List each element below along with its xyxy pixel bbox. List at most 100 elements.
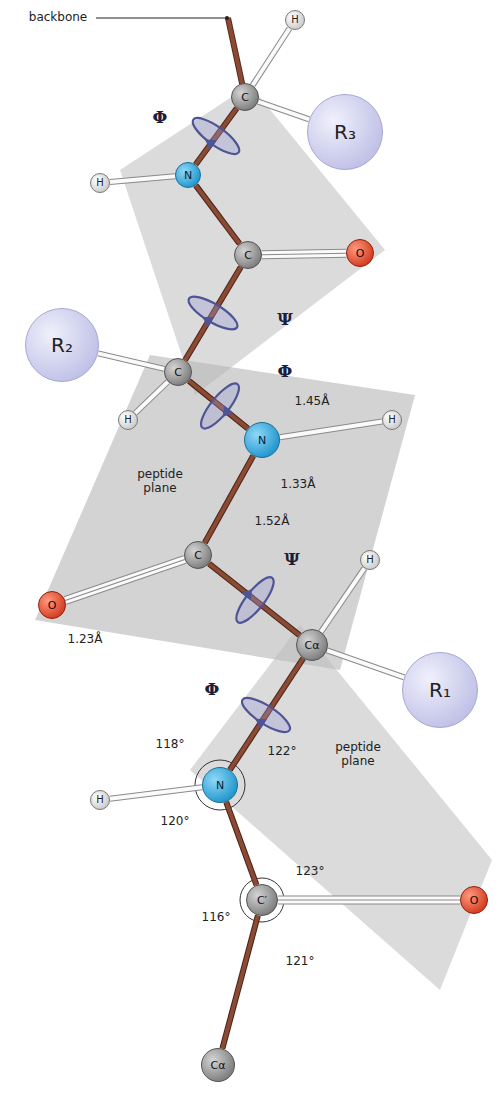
bond-stroke [209,564,299,635]
nitrogen-atom: N [244,422,280,458]
bond-stroke [280,422,382,438]
bond-stroke [327,650,404,677]
side-bond [327,650,404,677]
backbone-bond [209,564,299,635]
plane-label: peptide plane [132,468,188,496]
bond-length: 1.45Å [295,395,330,409]
bond-stroke [226,802,256,885]
atom-symbol: H [388,415,396,425]
angle-ring [195,760,245,810]
atom-symbol: C′ [257,895,267,906]
bond-stroke [196,185,240,243]
atom-symbol: Cα [305,640,320,651]
bond-stroke [185,267,241,360]
hydrogen-atom: H [118,410,138,430]
bond-stroke [258,102,309,120]
bond-length: 1.52Å [255,515,290,529]
bond-stroke [135,382,168,413]
atom-symbol: R₃ [334,122,356,142]
bond-stroke [205,456,253,543]
side-bond [280,422,382,438]
bond-stroke [65,560,185,601]
oxygen-atom: O [38,591,66,619]
atom-symbol: Cα [211,1060,226,1071]
peptide-plane [120,85,385,395]
leader-dot [225,16,229,20]
rotation-arrow [185,112,244,164]
bond-stroke [280,422,382,438]
rotation-arrow [234,692,294,743]
atom-symbol: R₁ [429,680,451,700]
bond-stroke [196,185,240,243]
atom-symbol: H [366,555,374,565]
bond-stroke [262,253,346,255]
bond-stroke [110,176,175,182]
bond-stroke [327,650,404,677]
atom-symbol: O [356,248,365,259]
bond-stroke [222,915,257,1048]
bond-stroke [110,787,202,799]
atom-symbol: N [216,780,224,791]
bond-stroke [278,899,460,900]
atom-symbol: H [96,178,104,188]
bond-stroke [226,802,256,885]
atom-symbol: H [96,795,104,805]
bond-angle: 116° [202,911,231,925]
bond-stroke [253,28,290,85]
carbon-atom: C [234,241,262,269]
oxygen-atom: O [460,886,488,914]
carbon-atom: C′ [246,884,278,916]
carbon-atom: C [231,83,259,111]
double-bond [65,560,185,601]
leader-line [96,17,226,18]
side-chain-sphere: R₃ [307,94,383,170]
bond-stroke [135,382,168,413]
atom-symbol: H [124,415,132,425]
backbone-bond [226,802,256,885]
torsion-angle-label: Φ [205,680,220,700]
bond-stroke [98,353,164,368]
side-bond [135,382,168,413]
peptide-plane [190,625,492,990]
torsion-angle-label: Ψ [277,310,293,330]
torsion-angle-label: Φ [153,108,168,128]
carbon-atom: Cα [296,629,328,661]
bond-stroke [230,658,303,770]
side-bond [321,568,364,632]
rotation-arrow [181,291,241,340]
bond-stroke [110,787,202,799]
atom-symbol: H [291,15,299,25]
oxygen-atom: O [346,239,374,267]
bond-stroke [205,456,253,543]
bond-angle: 123° [296,865,325,879]
bond-stroke [321,568,364,632]
bond-stroke [185,267,241,360]
backbone-bond [185,267,241,360]
atom-symbol: N [258,435,266,446]
side-bond [258,102,309,120]
angle-ring [240,878,284,922]
plane-label: peptide plane [330,741,386,769]
bond-stroke [321,568,364,632]
atom-symbol: C [241,92,249,103]
carbon-atom: C [184,541,212,569]
bond-stroke [278,897,460,904]
atom-symbol: C [194,550,202,561]
atom-symbol: N [184,170,192,181]
hydrogen-atom: H [285,10,305,30]
bond-stroke [222,915,257,1048]
bond-angle: 120° [161,815,190,829]
double-bond [262,253,346,255]
atom-symbol: O [48,600,57,611]
rotation-arrow [195,379,249,438]
bond-angle: 121° [286,955,315,969]
bond-stroke [230,658,303,770]
bond-angle: 122° [268,745,297,759]
atom-symbol: O [470,895,479,906]
bond-stroke [98,353,164,368]
